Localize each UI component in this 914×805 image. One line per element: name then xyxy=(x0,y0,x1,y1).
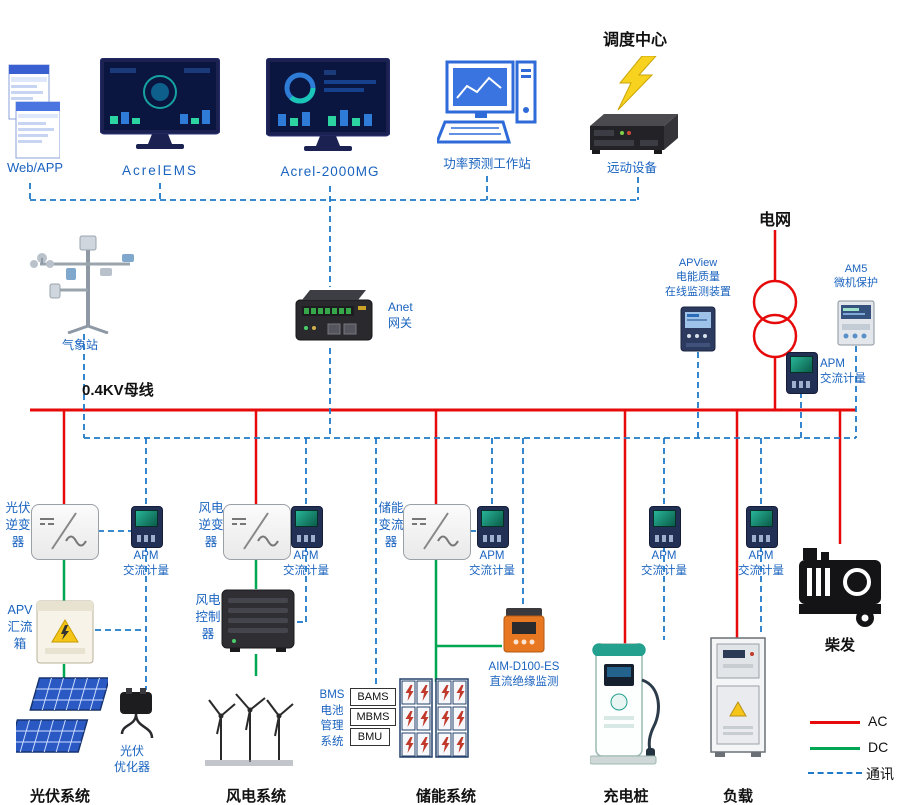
wind-apm-meter-icon xyxy=(291,506,323,548)
aim-d100-label: AIM-D100-ES 直流绝缘监测 xyxy=(488,661,560,688)
pv-inverter-icon xyxy=(31,504,99,560)
acrel-ems-monitor-icon xyxy=(99,57,221,158)
apview-label: APView 电能质量 在线监测装置 xyxy=(665,257,731,298)
gateway-icon xyxy=(294,286,374,353)
pv-apm-label: APM 交流计量 xyxy=(123,550,169,577)
storage-apm-label: APM 交流计量 xyxy=(469,550,515,577)
grid-apm-meter-icon xyxy=(786,352,818,394)
legend-comm-label: 通讯 xyxy=(866,766,894,782)
load-apm-label: APM 交流计量 xyxy=(738,550,784,577)
gateway-label: Anet 网关 xyxy=(388,300,413,330)
wind-turbines-icon xyxy=(203,674,295,773)
apview-device-icon xyxy=(680,306,716,357)
wind-inverter-label: 风电逆变器 xyxy=(198,501,224,549)
pv-combiner-label: APV汇流箱 xyxy=(7,603,33,651)
bms-label: BMS电池管理系统 xyxy=(319,689,345,748)
charging-apm-meter-icon xyxy=(649,506,681,548)
ac-lines xyxy=(30,230,856,644)
storage-pcs-icon xyxy=(403,504,471,560)
lightning-icon xyxy=(612,55,660,117)
charging-system-label: 充电桩 xyxy=(603,788,649,805)
battery-racks-icon xyxy=(399,678,469,763)
pv-optimizer-icon xyxy=(112,688,160,747)
load-system-label: 负载 xyxy=(722,788,753,805)
acrel-2000mg-label: Acrel-2000MG xyxy=(280,164,380,179)
wind-apm-label: APM 交流计量 xyxy=(283,550,329,577)
pv-apm-meter-icon xyxy=(131,506,163,548)
transformer-icon xyxy=(751,278,799,367)
dc-lines xyxy=(62,558,502,682)
grid-apm-label: APM 交流计量 xyxy=(820,358,866,385)
pv-system-label: 光伏系统 xyxy=(29,788,90,805)
wind-system-label: 风电系统 xyxy=(225,788,286,805)
comm-lines xyxy=(29,176,857,690)
wind-inverter-icon xyxy=(223,504,291,560)
dispatch-center-label: 调度中心 xyxy=(602,32,667,49)
storage-system-label: 储能系统 xyxy=(415,788,476,805)
pv-optimizer-label: 光伏 优化器 xyxy=(113,744,150,774)
busbar-label: 0.4KV母线 xyxy=(82,382,154,399)
weather-station-label: 气象站 xyxy=(61,338,98,352)
legend-ac-line xyxy=(810,721,860,724)
pv-inverter-label: 光伏逆变器 xyxy=(5,501,31,549)
bams-box: BAMS xyxy=(350,688,396,706)
wind-controller-icon xyxy=(220,588,296,659)
forecast-workstation-label: 功率预测工作站 xyxy=(443,157,531,171)
weather-station-icon xyxy=(26,234,138,339)
bmu-box: BMU xyxy=(350,728,390,746)
legend-ac-label: AC xyxy=(868,713,888,729)
storage-apm-meter-icon xyxy=(477,506,509,548)
web-app-icon xyxy=(8,64,61,165)
am5-device-icon xyxy=(837,300,875,351)
remote-device-icon xyxy=(584,110,680,163)
legend-comm-line xyxy=(808,772,862,774)
pv-combiner-icon xyxy=(36,600,94,669)
storage-pcs-label: 储能变流器 xyxy=(378,501,404,549)
mbms-box: MBMS xyxy=(350,708,396,726)
ev-charger-icon xyxy=(589,640,664,773)
am5-label: AM5 微机保护 xyxy=(834,263,878,290)
acrel-2000mg-monitor-icon xyxy=(265,57,391,161)
acrel-ems-label: AcrelEMS xyxy=(121,163,198,178)
web-app-label: Web/APP xyxy=(6,160,64,175)
grid-label: 电网 xyxy=(758,212,791,229)
diesel-label: 柴发 xyxy=(824,637,855,654)
legend-dc-line xyxy=(810,747,860,750)
forecast-workstation-icon xyxy=(434,60,537,157)
load-cabinet-icon xyxy=(707,636,769,763)
load-apm-meter-icon xyxy=(746,506,778,548)
charging-apm-label: APM 交流计量 xyxy=(641,550,687,577)
solar-panels-icon xyxy=(7,676,111,773)
diesel-generator-icon xyxy=(797,542,883,635)
wind-controller-label: 风电控制器 xyxy=(195,593,221,641)
remote-device-label: 远动设备 xyxy=(606,161,657,175)
aim-d100-icon xyxy=(502,606,546,659)
legend-dc-label: DC xyxy=(868,739,889,755)
